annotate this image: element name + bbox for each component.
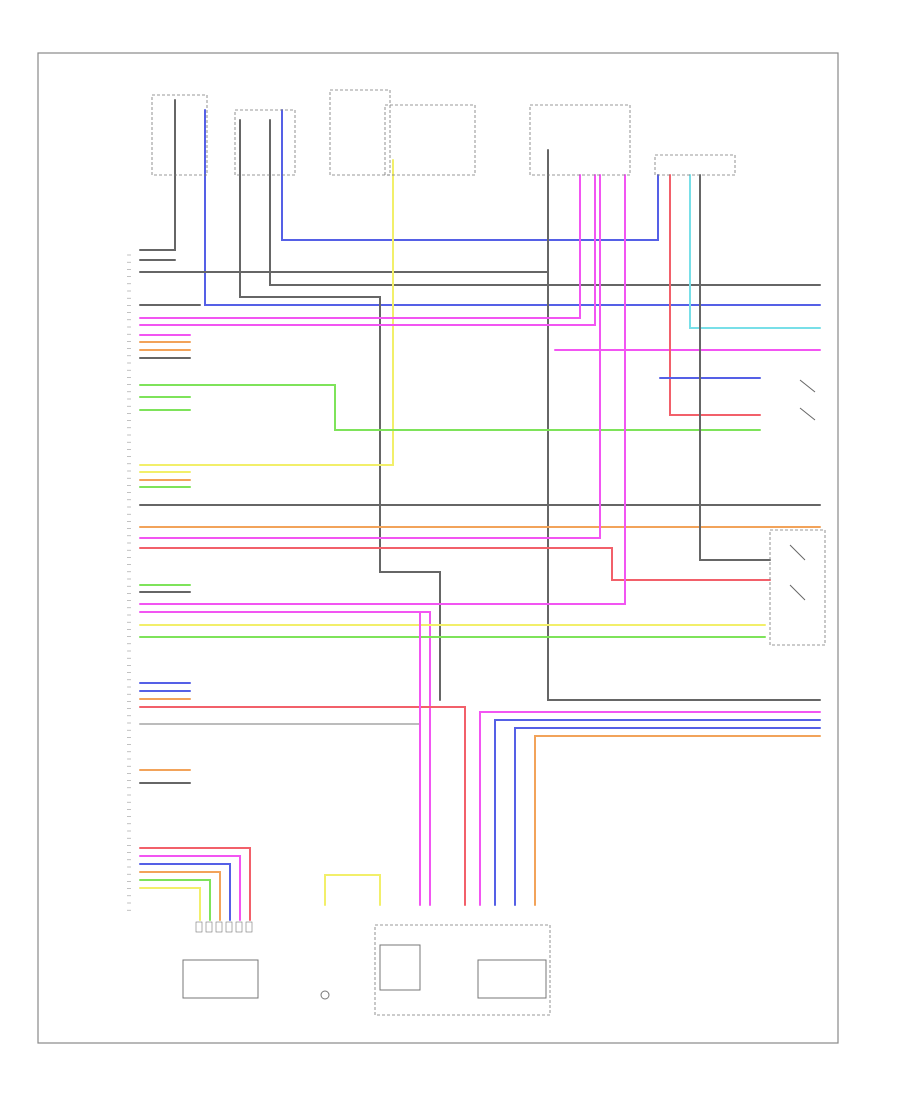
wire-red-848 xyxy=(139,847,251,921)
wire-orange-872 xyxy=(139,871,221,921)
wire-blue-720 xyxy=(494,719,821,906)
fuse-box-2 xyxy=(234,109,296,176)
wire-blue-728 xyxy=(514,727,821,906)
diagram-frame xyxy=(37,52,839,1044)
accelerator-position-sensor xyxy=(182,959,259,999)
combination-meter-frame xyxy=(374,924,551,1016)
wire-layer xyxy=(139,99,821,921)
wire-orange-736 xyxy=(534,735,821,906)
wire-blue-main xyxy=(204,109,821,306)
wire-cyan-328 xyxy=(689,174,821,329)
switch-contact xyxy=(789,584,806,601)
wire-magenta-612 xyxy=(139,611,431,906)
sensor-pin xyxy=(235,921,243,933)
switch-contact xyxy=(799,379,816,393)
wire-gray-long xyxy=(239,119,441,701)
relay-box xyxy=(384,104,476,176)
wire-red-415 xyxy=(669,174,761,416)
wire-magenta-856 xyxy=(139,855,241,921)
wire-magenta-538 xyxy=(139,174,601,539)
switch-contact xyxy=(789,544,806,561)
sensor-pin xyxy=(215,921,223,933)
wire-magenta-318 xyxy=(139,174,581,319)
wire-gray-285 xyxy=(269,119,821,286)
wire-red-548 xyxy=(139,547,771,581)
wire-yellow-888 xyxy=(139,887,201,921)
relay-box-2 xyxy=(529,104,631,176)
wire-gray-700 xyxy=(547,149,821,701)
sensor-pin xyxy=(205,921,213,933)
wire-yellow-bottom xyxy=(324,874,381,906)
wire-blue-864 xyxy=(139,863,231,921)
fuse-box-3 xyxy=(329,89,391,176)
wire-red-707 xyxy=(139,706,466,906)
wire-green-430 xyxy=(139,384,761,431)
wire-gray-560 xyxy=(699,174,771,561)
wire-magenta-325 xyxy=(139,174,596,326)
wire-magenta-604 xyxy=(139,174,626,605)
sensor-pin xyxy=(225,921,233,933)
sensor-pin xyxy=(195,921,203,933)
component-layer xyxy=(151,89,826,1016)
connector-top-right xyxy=(654,154,736,176)
sensor-pin xyxy=(245,921,253,933)
outer-frame xyxy=(37,52,839,1044)
wire-magenta-712 xyxy=(479,711,821,906)
fuse-box-1 xyxy=(151,94,208,176)
wire-gray-top-1 xyxy=(139,99,176,251)
cruise-control-switch xyxy=(477,959,547,999)
ground-symbol xyxy=(320,990,330,1000)
wire-yellow-465 xyxy=(139,159,394,466)
wire-green-880 xyxy=(139,879,211,921)
meter-subcomponent xyxy=(379,944,421,991)
stop-light-switch xyxy=(769,529,826,646)
switch-contact xyxy=(799,407,816,421)
